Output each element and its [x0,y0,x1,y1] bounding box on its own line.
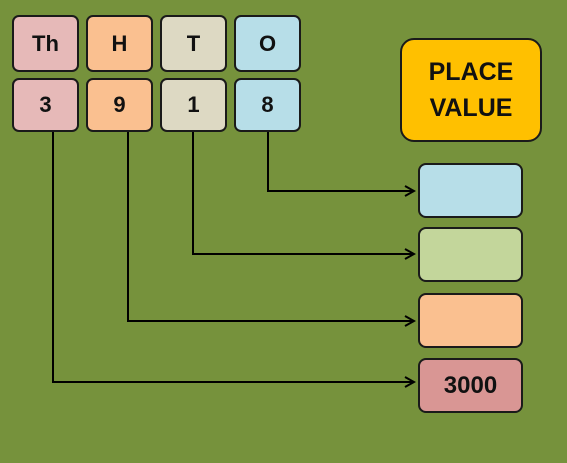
hundreds-answer-box [418,293,523,348]
title-line-1: PLACE [428,57,514,86]
tens-header: T [160,15,227,72]
thousands-header: Th [12,15,79,72]
hundreds-digit: 9 [86,78,153,132]
thousands-connector-arrow [52,132,414,382]
tens-answer-box [418,227,523,282]
tens-connector-arrow [192,132,414,254]
hundreds-header: H [86,15,153,72]
ones-header: O [234,15,301,72]
ones-connector-arrow [267,132,414,191]
thousands-digit: 3 [12,78,79,132]
thousands-answer-box: 3000 [418,358,523,413]
ones-digit: 8 [234,78,301,132]
hundreds-connector-arrow [127,132,414,321]
place-value-title: PLACE VALUE [400,38,542,142]
tens-digit: 1 [160,78,227,132]
ones-answer-box [418,163,523,218]
title-line-2: VALUE [429,94,513,122]
